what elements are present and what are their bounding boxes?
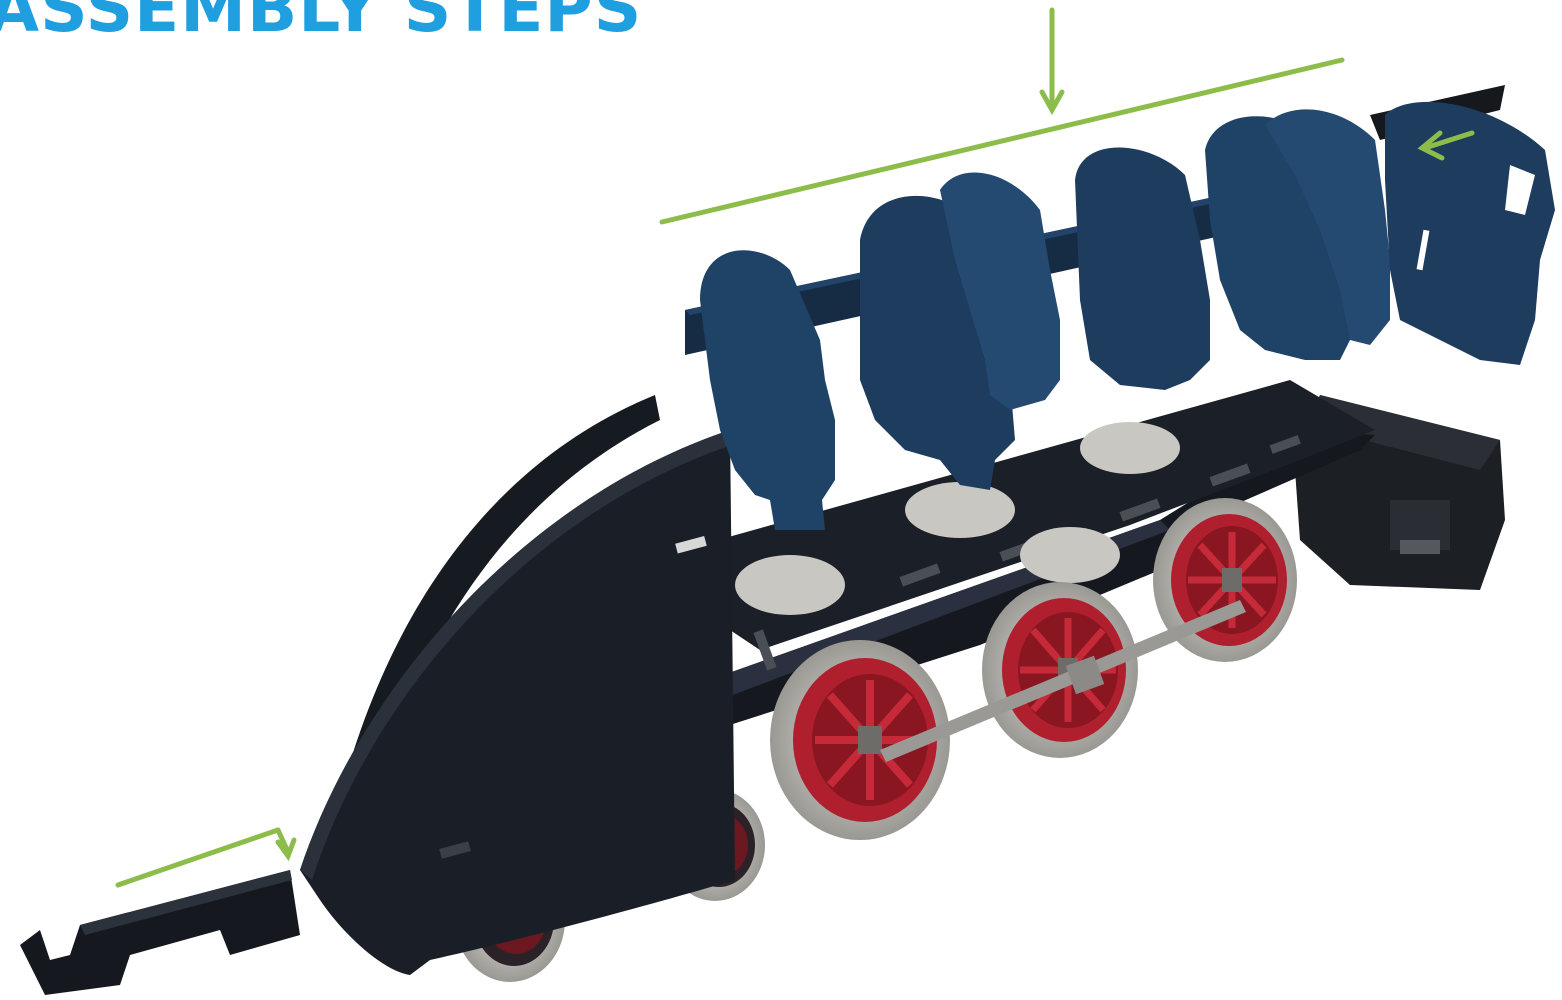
front-curved-plates: [300, 395, 735, 975]
driving-wheel-2: [982, 582, 1138, 758]
front-footplate-part: [20, 870, 300, 995]
